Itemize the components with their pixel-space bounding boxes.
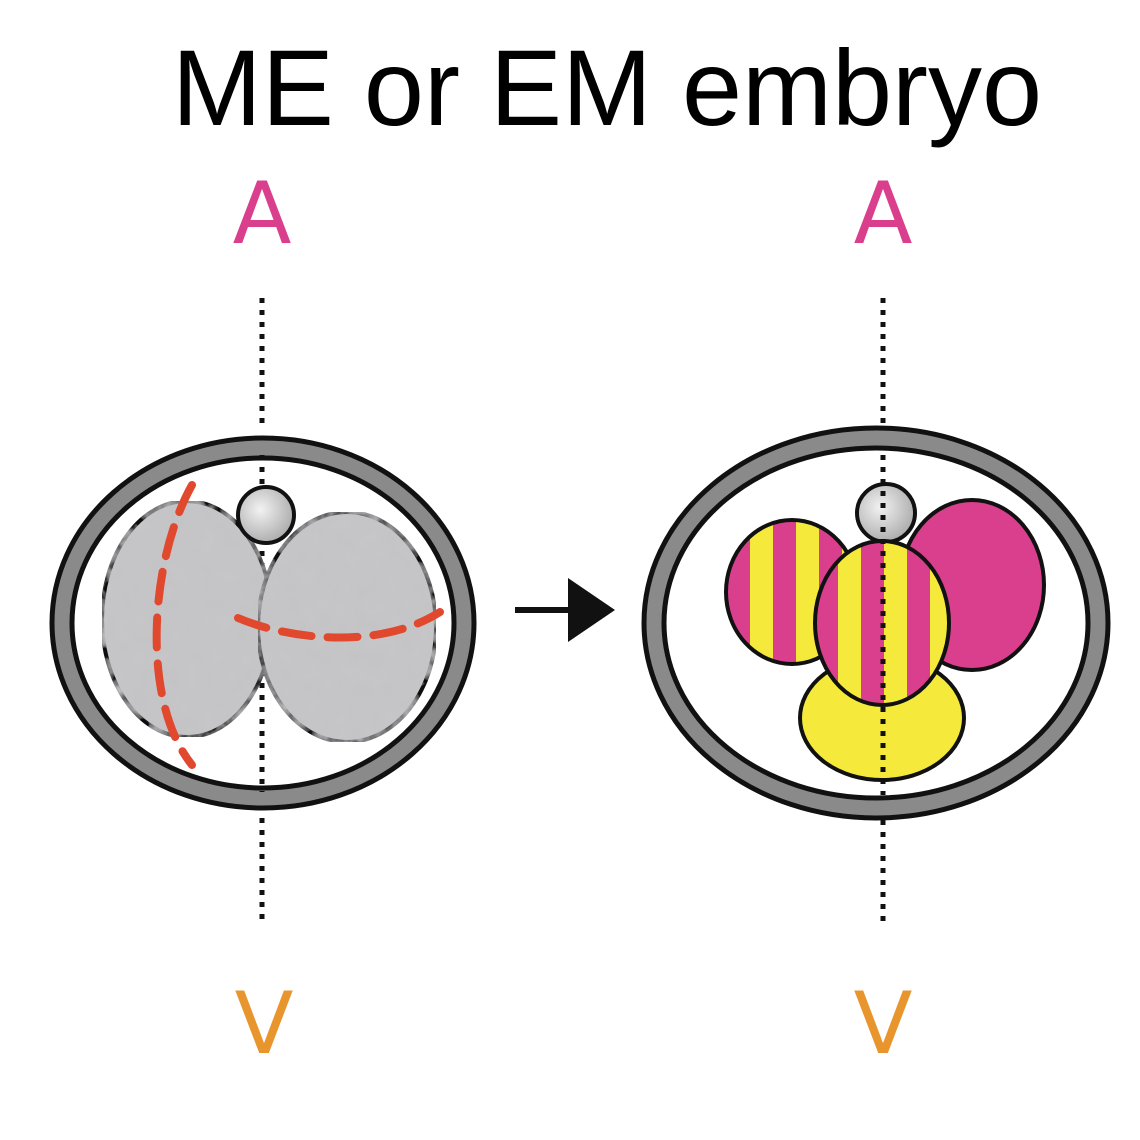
right-vegetal-pole-label: V [854, 974, 913, 1074]
right-embryo: A V [641, 164, 1111, 1074]
right-animal-pole-label: A [854, 164, 913, 264]
diagram-title: ME or EM embryo [172, 27, 1042, 148]
left-cleavage-plane-vertical [152, 481, 196, 769]
right-polar-body [855, 482, 917, 544]
arrow-right-icon [515, 578, 615, 642]
left-polar-body [236, 485, 296, 545]
left-cleavage-plane-horizontal [234, 608, 444, 642]
left-vegetal-pole-label: V [235, 974, 294, 1074]
left-embryo: A V [49, 164, 477, 1074]
left-blastomere-2 [256, 510, 438, 744]
left-animal-pole-label: A [233, 164, 292, 264]
